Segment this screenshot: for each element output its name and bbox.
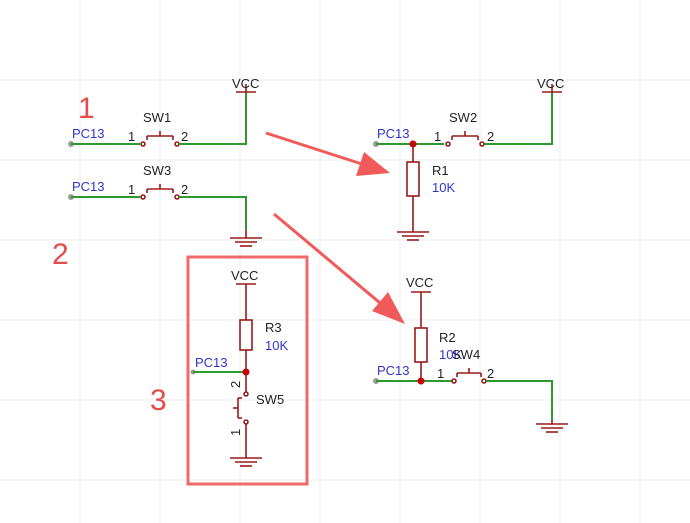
pin-2-label: 2 (181, 182, 188, 197)
circuit-3: VCC R3 10K PC13 2 SW5 1 (190, 268, 288, 467)
arrow-2-to-5 (273, 212, 405, 324)
net-label-pc13: PC13 (377, 363, 410, 378)
wire (179, 92, 247, 145)
switch-label-sw5: SW5 (256, 392, 284, 407)
resistor-r3-symbol[interactable] (239, 319, 253, 351)
switch-label-sw2: SW2 (449, 110, 477, 125)
circuit-2: PC13 1 SW3 2 (68, 163, 262, 247)
pin-1-label: 1 (437, 366, 444, 381)
switch-sw5-symbol[interactable] (233, 372, 249, 455)
switch-sw4-symbol[interactable] (451, 368, 487, 384)
resistor-value-r3: 10K (265, 338, 288, 353)
power-label-vcc: VCC (406, 275, 433, 290)
switch-label-sw3: SW3 (143, 163, 171, 178)
power-label-vcc: VCC (232, 76, 259, 91)
ground-symbol (230, 455, 262, 467)
pin-1-label: 1 (434, 129, 441, 144)
pin-2-label: 2 (181, 129, 188, 144)
annotation-2: 2 (52, 238, 69, 271)
highlight-frame (186, 255, 309, 486)
net-label-pc13: PC13 (72, 179, 105, 194)
resistor-label-r3: R3 (265, 320, 282, 335)
net-label-pc13: PC13 (72, 126, 105, 141)
resistor-r2-symbol[interactable] (414, 327, 428, 363)
wire (179, 196, 247, 230)
circuit-4: PC13 1 SW2 2 VCC R1 10K (373, 76, 564, 241)
switch-label-sw4: SW4 (452, 347, 480, 362)
resistor-value-r2: 10K (439, 347, 462, 362)
ground-symbol (230, 230, 262, 247)
power-label-vcc: VCC (537, 76, 564, 91)
arrow-1-to-4 (265, 131, 390, 176)
ground-symbol (536, 420, 568, 433)
vcc-symbol (411, 291, 431, 300)
switch-sw2-symbol[interactable] (445, 131, 485, 147)
net-label-pc13: PC13 (195, 355, 228, 370)
resistor-r1-symbol[interactable] (406, 161, 420, 197)
pin-1-label: 1 (128, 129, 135, 144)
circuit-1: PC13 1 SW1 2 VCC (68, 76, 259, 147)
junction-dot (417, 377, 425, 385)
annotation-3: 3 (150, 384, 167, 417)
vcc-symbol (236, 84, 256, 93)
pin-1-label: 1 (228, 429, 243, 436)
resistor-value-r1: 10K (432, 180, 455, 195)
pin-2-label: 2 (487, 366, 494, 381)
resistor-label-r2: R2 (439, 330, 456, 345)
annotation-1: 1 (78, 92, 95, 125)
ground-symbol (397, 230, 429, 241)
wire (484, 92, 553, 145)
pin-1-label: 1 (128, 182, 135, 197)
power-label-vcc: VCC (231, 268, 258, 283)
net-label-pc13: PC13 (377, 126, 410, 141)
wire (486, 380, 553, 420)
switch-label-sw1: SW1 (143, 110, 171, 125)
vcc-symbol (542, 84, 562, 93)
vcc-symbol (236, 283, 256, 292)
pin-2-label: 2 (487, 129, 494, 144)
circuit-5: VCC R2 10K PC13 1 SW4 2 (373, 275, 568, 433)
resistor-label-r1: R1 (432, 163, 449, 178)
pin-2-label: 2 (228, 381, 243, 388)
